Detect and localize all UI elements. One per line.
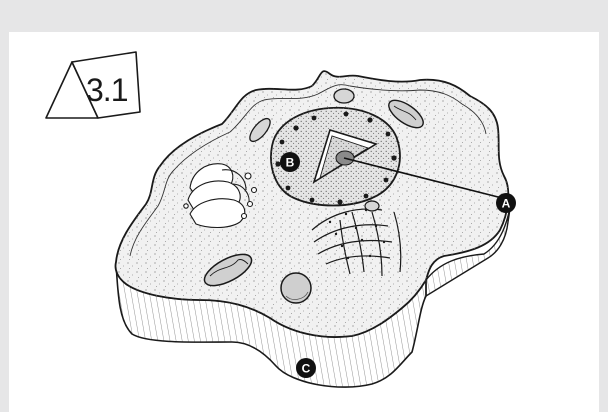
label-c-marker: C (296, 358, 316, 378)
figure-number: 3.1 (86, 72, 127, 109)
label-c-text: C (302, 362, 311, 376)
label-b-text: B (286, 156, 295, 170)
vesicle (365, 201, 379, 211)
label-a-marker: A (496, 193, 516, 213)
label-b-marker: B (280, 152, 300, 172)
label-a-text: A (502, 197, 511, 211)
vesicle (281, 273, 311, 303)
vesicle (334, 89, 354, 103)
